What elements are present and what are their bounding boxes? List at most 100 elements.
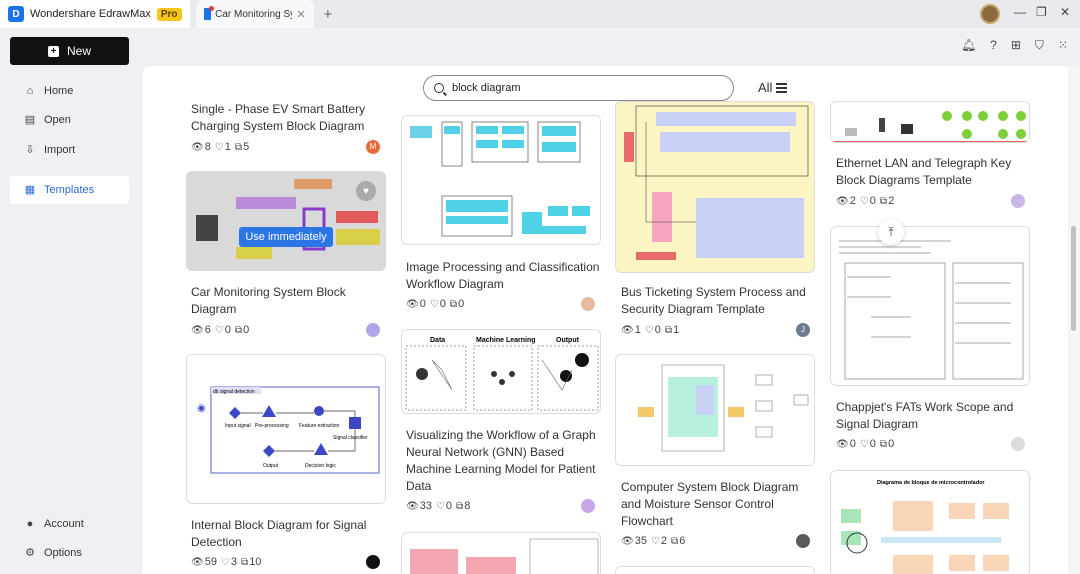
author-avatar[interactable]: J [796, 323, 810, 337]
sidebar-item-import[interactable]: ⇩ Import [10, 136, 129, 164]
eye-icon: 👁︎ [191, 141, 204, 153]
author-avatar[interactable] [581, 499, 595, 513]
card-thumbnail[interactable] [830, 101, 1030, 143]
title-bar: D Wondershare EdrawMax Pro Car Monitorin… [0, 0, 1080, 28]
author-avatar[interactable] [1011, 194, 1025, 208]
author-avatar[interactable] [796, 534, 810, 548]
search-input[interactable]: block diagram [423, 75, 734, 101]
author-avatar[interactable] [1011, 437, 1025, 451]
card-thumbnail[interactable] [830, 226, 1030, 386]
card-thumbnail[interactable] [401, 532, 601, 574]
views-count: 0 [849, 438, 856, 450]
grid-icon[interactable]: ⁙ [1057, 38, 1068, 52]
diagram-label: Decision logic [305, 463, 336, 469]
card-thumbnail[interactable]: db signal detection Input signal Pre-pro… [186, 354, 386, 504]
card-title[interactable]: Image Processing and Classification Work… [406, 260, 600, 291]
document-tab[interactable]: Car Monitoring Syste... ✕ [195, 0, 314, 28]
card-title[interactable]: Computer System Block Diagram and Moistu… [621, 480, 799, 528]
copy-icon: ⧉ [879, 195, 888, 207]
copy-icon: ⧉ [234, 324, 243, 336]
filter-label: All [758, 80, 773, 95]
diagram-label: Signal classifier [333, 435, 368, 441]
new-button[interactable]: + New [10, 37, 129, 65]
heart-icon: ♡ [220, 556, 230, 568]
thumbnail-diagram [196, 179, 380, 259]
likes-count: 0 [869, 195, 876, 207]
copies-count: 1 [673, 324, 680, 336]
card-title[interactable]: Internal Block Diagram for Signal Detect… [191, 518, 367, 549]
author-avatar[interactable] [581, 297, 595, 311]
sidebar-item-home[interactable]: ⌂ Home [10, 77, 129, 105]
copies-count: 0 [888, 438, 895, 450]
copies-count: 5 [243, 141, 250, 153]
card-thumbnail[interactable]: Use immediately ♥ [186, 171, 386, 271]
scrollbar[interactable] [1068, 66, 1080, 574]
search-query[interactable]: block diagram [452, 82, 521, 94]
sidebar-item-templates[interactable]: ▦ Templates [10, 176, 129, 204]
thumbnail-diagram [624, 105, 809, 260]
add-tab-button[interactable]: + [323, 5, 333, 23]
copy-icon: ⧉ [234, 141, 243, 153]
bell-icon[interactable]: 🔔︎ [960, 38, 977, 52]
pro-badge: Pro [156, 7, 182, 21]
card-thumbnail[interactable] [615, 101, 815, 273]
card-title[interactable]: Ethernet LAN and Telegraph Key Block Dia… [836, 156, 1012, 187]
gear-icon: ⚙ [25, 547, 35, 559]
card-stats: 👁︎6 ♡0 ⧉0 [191, 324, 249, 336]
help-icon[interactable]: ? [990, 38, 997, 52]
card-title[interactable]: Chappjet's FATs Work Scope and Signal Di… [836, 400, 1014, 431]
app-home-tab[interactable]: D Wondershare EdrawMax Pro [0, 0, 190, 28]
menu-icon [776, 81, 788, 95]
author-avatar[interactable] [366, 323, 380, 337]
maximize-button[interactable]: ❐ [1036, 5, 1047, 19]
card-thumbnail[interactable] [615, 354, 815, 466]
sidebar-item-account[interactable]: ● Account [10, 510, 129, 538]
eye-icon: 👁︎ [621, 535, 634, 547]
sidebar-item-options[interactable]: ⚙ Options [10, 539, 129, 567]
sidebar-item-open[interactable]: ▤ Open [10, 106, 129, 134]
likes-count: 3 [230, 556, 238, 568]
card-title[interactable]: Visualizing the Workflow of a Graph Neur… [406, 428, 596, 493]
account-icon: ● [26, 518, 34, 530]
views-count: 1 [634, 324, 641, 336]
heart-icon: ♡ [435, 500, 445, 512]
card-thumbnail[interactable]: Diagrama de bloque de microcontrolador [830, 470, 1030, 574]
card-stats: 👁︎35 ♡2 ⧉6 [621, 535, 685, 547]
heart-icon: ♡ [214, 324, 224, 336]
card-thumbnail[interactable]: Data Machine Learning Output [401, 329, 601, 414]
diagram-label: Machine Learning [476, 337, 536, 344]
likes-count: 1 [224, 141, 231, 153]
author-avatar[interactable]: M [366, 140, 380, 154]
author-avatar[interactable] [366, 555, 380, 569]
card-stats: 👁︎2 ♡0 ⧉2 [836, 195, 894, 207]
svg-text:◉: ◉ [197, 403, 206, 414]
apps-icon[interactable]: ⊞ [1010, 38, 1021, 52]
diagram-label: Feature extraction [299, 423, 340, 429]
heart-icon: ♡ [214, 141, 224, 153]
user-avatar[interactable] [980, 4, 1000, 24]
document-icon [203, 6, 214, 20]
card-title[interactable]: Single - Phase EV Smart Battery Charging… [191, 102, 366, 133]
copies-count: 10 [249, 556, 262, 568]
use-immediately-button[interactable]: Use immediately [239, 227, 333, 247]
eye-icon: 👁︎ [406, 298, 419, 310]
close-tab-icon[interactable]: ✕ [296, 8, 306, 21]
diagram-label: Output [263, 463, 279, 469]
scrollbar-thumb[interactable] [1071, 226, 1076, 331]
card-title[interactable]: Bus Ticketing System Process and Securit… [621, 285, 806, 316]
minimize-button[interactable]: — [1014, 5, 1026, 19]
filter-dropdown[interactable]: All [758, 80, 788, 95]
card-title[interactable]: Car Monitoring System Block Diagram [191, 285, 346, 316]
likes-count: 2 [660, 535, 668, 547]
diagram-label: Output [556, 337, 580, 344]
card-thumbnail[interactable] [615, 566, 815, 574]
favorite-heart-icon[interactable]: ♥ [356, 181, 376, 201]
sidebar-item-label: Open [44, 114, 71, 126]
copies-count: 8 [464, 500, 471, 512]
close-button[interactable]: ✕ [1060, 5, 1071, 19]
back-to-top-icon[interactable]: ⤒ [878, 219, 904, 245]
diagram-label: Data [430, 337, 445, 344]
diagram-title-label: Diagrama de bloque de microcontrolador [877, 480, 985, 486]
shirt-icon[interactable]: ⛉ [1034, 38, 1044, 52]
card-thumbnail[interactable] [401, 115, 601, 245]
